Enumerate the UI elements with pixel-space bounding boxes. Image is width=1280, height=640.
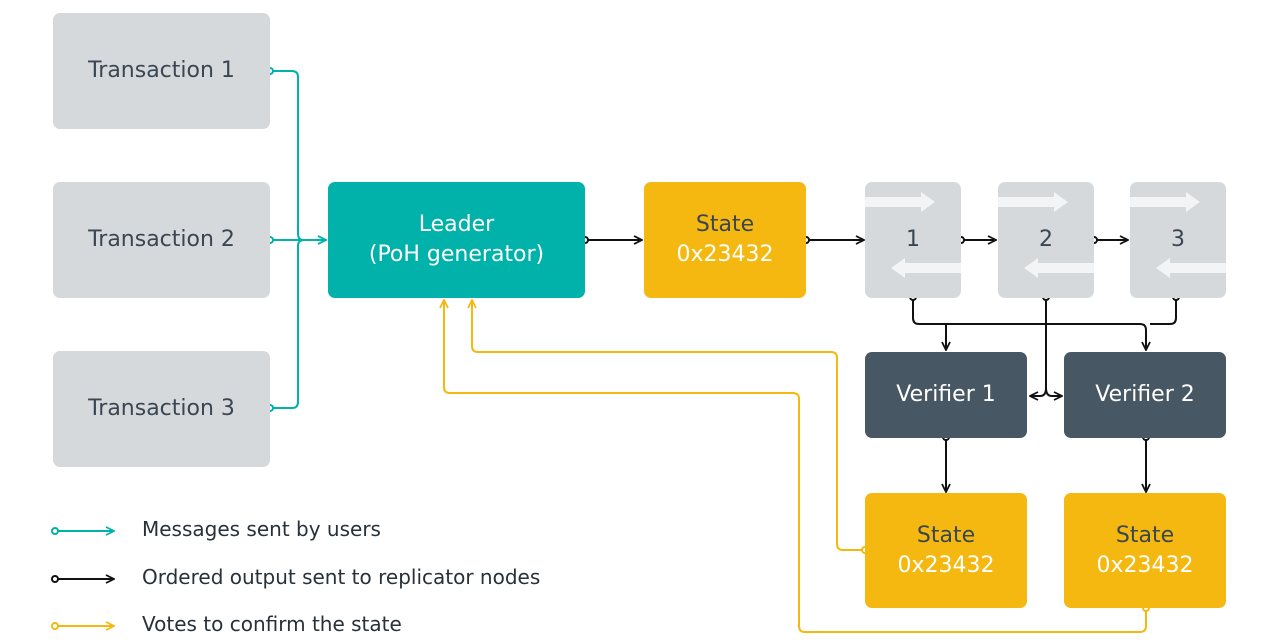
transaction-3-label: Transaction 3 bbox=[88, 396, 235, 422]
transaction-2-box: Transaction 2 bbox=[53, 182, 270, 298]
verifier-2-state-box: State 0x23432 bbox=[1064, 493, 1226, 608]
replicator-1-label: 1 bbox=[906, 227, 920, 253]
replicator-3-label: 3 bbox=[1171, 227, 1185, 253]
legend-lines bbox=[51, 528, 114, 629]
legend-ordered-output: Ordered output sent to replicator nodes bbox=[142, 565, 541, 589]
replicator-1-box: 1 bbox=[865, 182, 961, 298]
transaction-1-label: Transaction 1 bbox=[88, 58, 235, 84]
verifier-1-box: Verifier 1 bbox=[865, 352, 1027, 438]
replicator-2-label: 2 bbox=[1039, 227, 1053, 253]
replicator-1-arrows bbox=[865, 192, 961, 278]
transaction-2-label: Transaction 2 bbox=[88, 227, 235, 253]
transaction-1-box: Transaction 1 bbox=[53, 13, 270, 129]
verifier-2-state-value: 0x23432 bbox=[1096, 552, 1194, 578]
leader-box: Leader (PoH generator) bbox=[328, 182, 585, 298]
replicator-3-box: 3 bbox=[1130, 182, 1226, 298]
leader-state-label: State bbox=[695, 212, 755, 238]
verifier-1-state-label: State bbox=[916, 522, 976, 548]
verifier-2-state-label: State bbox=[1115, 522, 1175, 548]
verifier-1-state-value: 0x23432 bbox=[897, 552, 995, 578]
verifier-2-box: Verifier 2 bbox=[1064, 352, 1226, 438]
tx3-line bbox=[270, 239, 305, 409]
leader-state-box: State 0x23432 bbox=[644, 182, 806, 298]
replicator-2-box: 2 bbox=[998, 182, 1094, 298]
leader-state-value: 0x23432 bbox=[676, 242, 774, 267]
replicator-2-arrows bbox=[998, 192, 1094, 278]
vote-lines bbox=[444, 300, 1150, 633]
leader-title: Leader bbox=[418, 212, 495, 238]
verifier-1-state-box: State 0x23432 bbox=[865, 493, 1027, 608]
legend-votes: Votes to confirm the state bbox=[142, 612, 402, 636]
transaction-3-box: Transaction 3 bbox=[53, 351, 270, 467]
verifier-1-label: Verifier 1 bbox=[896, 382, 996, 408]
tx1-line bbox=[270, 70, 326, 240]
leader-subtitle: (PoH generator) bbox=[368, 242, 545, 267]
legend-user-messages: Messages sent by users bbox=[142, 517, 381, 541]
user-message-lines bbox=[266, 67, 326, 412]
verifier-2-label: Verifier 2 bbox=[1095, 382, 1195, 408]
replicator-3-arrows bbox=[1130, 192, 1226, 278]
